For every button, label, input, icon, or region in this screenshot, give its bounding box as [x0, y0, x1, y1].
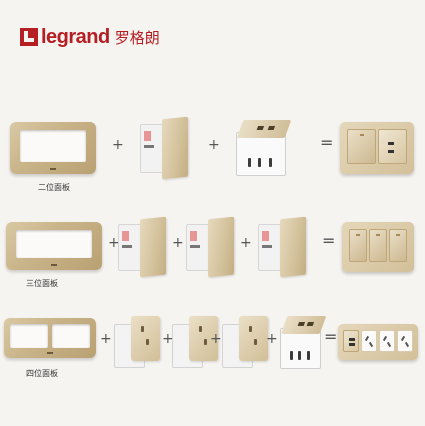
- combo-row-3: + + + = 三位面板: [0, 216, 425, 298]
- usb-module-icon: [276, 314, 327, 370]
- frame-window: [20, 130, 86, 162]
- result-key-switch: [389, 229, 407, 262]
- switch-module-icon: [186, 216, 234, 278]
- usb-module-top: [280, 316, 327, 334]
- result-key-outlet: [379, 330, 395, 352]
- module-plate: [161, 116, 188, 180]
- result-key-switch: [369, 229, 387, 262]
- result-inner: [342, 329, 414, 353]
- switch-module-icon: [118, 216, 166, 278]
- result-inner: [348, 228, 408, 263]
- frame-window: [16, 230, 92, 258]
- usb-module-top: [236, 120, 292, 138]
- brand-cn-name: 罗格朗: [114, 28, 160, 47]
- frame-2-position: [10, 122, 96, 174]
- frame-window-right: [52, 324, 90, 348]
- caption-2-position: 二位面板: [38, 183, 70, 192]
- equals-sign: =: [320, 133, 334, 152]
- plus-sign: +: [100, 331, 112, 347]
- result-panel-2: [340, 122, 414, 174]
- brand-logo: legrand 罗格朗: [20, 26, 160, 48]
- socket-module-icon: [114, 316, 160, 368]
- caption-4-position: 四位面板: [26, 369, 58, 378]
- combo-row-4: + + + + = 四位面板: [0, 312, 425, 392]
- usb-module-body: [236, 132, 287, 176]
- frame-3-position: [6, 222, 102, 270]
- plus-sign: +: [240, 235, 252, 251]
- socket-module-icon: [172, 316, 218, 368]
- frame-brand-mark: [50, 168, 56, 170]
- frame-window-left: [10, 324, 48, 348]
- frame-4-position: [4, 318, 96, 358]
- module-plate: [139, 216, 166, 278]
- result-key-usb: [343, 330, 359, 352]
- plus-sign: +: [266, 331, 278, 347]
- equals-sign: =: [324, 327, 338, 346]
- result-key-usb: [378, 129, 407, 164]
- usb-module-body: [280, 328, 321, 370]
- result-key-outlet: [397, 330, 413, 352]
- result-key-switch: [349, 229, 367, 262]
- equals-sign: =: [322, 231, 336, 250]
- module-plate: [239, 316, 268, 361]
- result-panel-3: [342, 222, 414, 272]
- result-key-outlet: [361, 330, 377, 352]
- plus-sign: +: [210, 331, 222, 347]
- result-inner: [346, 128, 408, 165]
- plus-sign: +: [208, 137, 220, 153]
- plus-sign: +: [112, 137, 124, 153]
- plus-sign: +: [108, 235, 120, 251]
- switch-module-icon: [140, 116, 188, 180]
- legrand-logo-icon: [20, 28, 38, 46]
- frame-brand-mark: [51, 264, 57, 266]
- socket-module-icon: [222, 316, 268, 368]
- result-panel-4: [338, 324, 418, 360]
- caption-3-position: 三位面板: [26, 279, 58, 288]
- module-plate: [189, 316, 218, 361]
- module-plate: [131, 316, 160, 361]
- module-plate: [279, 216, 306, 278]
- switch-module-icon: [258, 216, 306, 278]
- combo-row-2: + + = 二位面板: [0, 116, 425, 198]
- brand-wordmark: legrand: [41, 25, 110, 48]
- usb-module-icon: [232, 118, 294, 178]
- module-plate: [207, 216, 234, 278]
- frame-brand-mark: [47, 352, 53, 354]
- plus-sign: +: [172, 235, 184, 251]
- result-key-switch: [347, 129, 376, 164]
- plus-sign: +: [162, 331, 174, 347]
